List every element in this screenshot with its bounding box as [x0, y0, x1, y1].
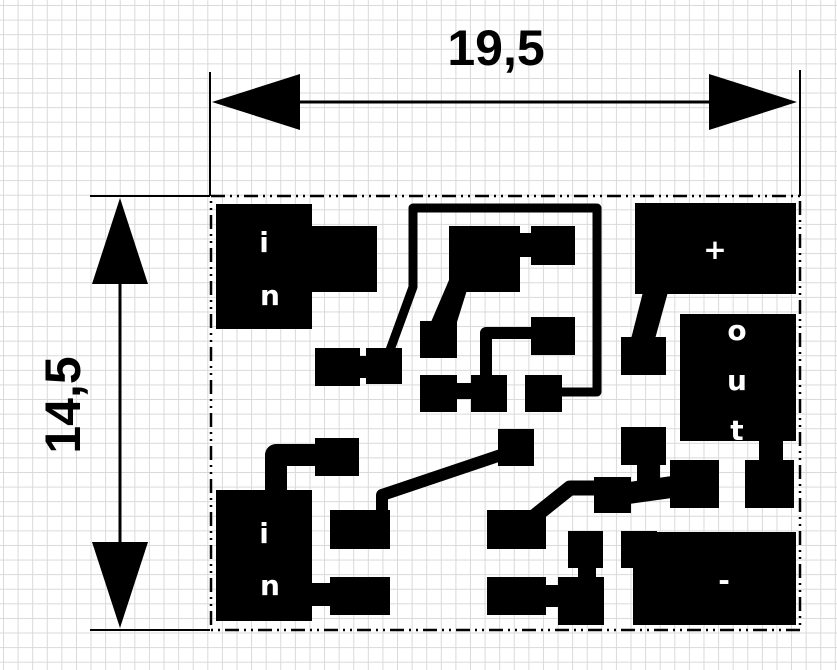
copper-layer — [216, 203, 796, 625]
arrowhead-left-icon — [212, 74, 300, 130]
output-label-u: u — [727, 364, 747, 397]
width-label: 19,5 — [447, 20, 544, 76]
pad-minus — [633, 532, 796, 625]
pad-output — [680, 314, 796, 441]
arrowhead-down-icon — [92, 542, 148, 628]
input-bottom-label-n: n — [260, 569, 280, 602]
width-dimension — [209, 70, 801, 196]
arrowhead-up-icon — [92, 198, 148, 284]
output-label-t: t — [730, 414, 743, 447]
input-top-label-i: i — [259, 226, 269, 259]
input-top-label-n: n — [260, 279, 280, 312]
height-label: 14,5 — [35, 356, 91, 453]
pad-input-top — [216, 204, 312, 329]
input-bottom-label-i: i — [259, 517, 269, 550]
arrowhead-right-icon — [709, 74, 797, 130]
pad-plus — [635, 203, 796, 294]
output-label-o: o — [727, 314, 746, 347]
plus-label: + — [703, 233, 726, 266]
minus-label: - — [718, 564, 730, 597]
pad-input-bottom — [216, 490, 312, 621]
board-outline — [209, 194, 802, 632]
height-dimension — [90, 195, 210, 631]
